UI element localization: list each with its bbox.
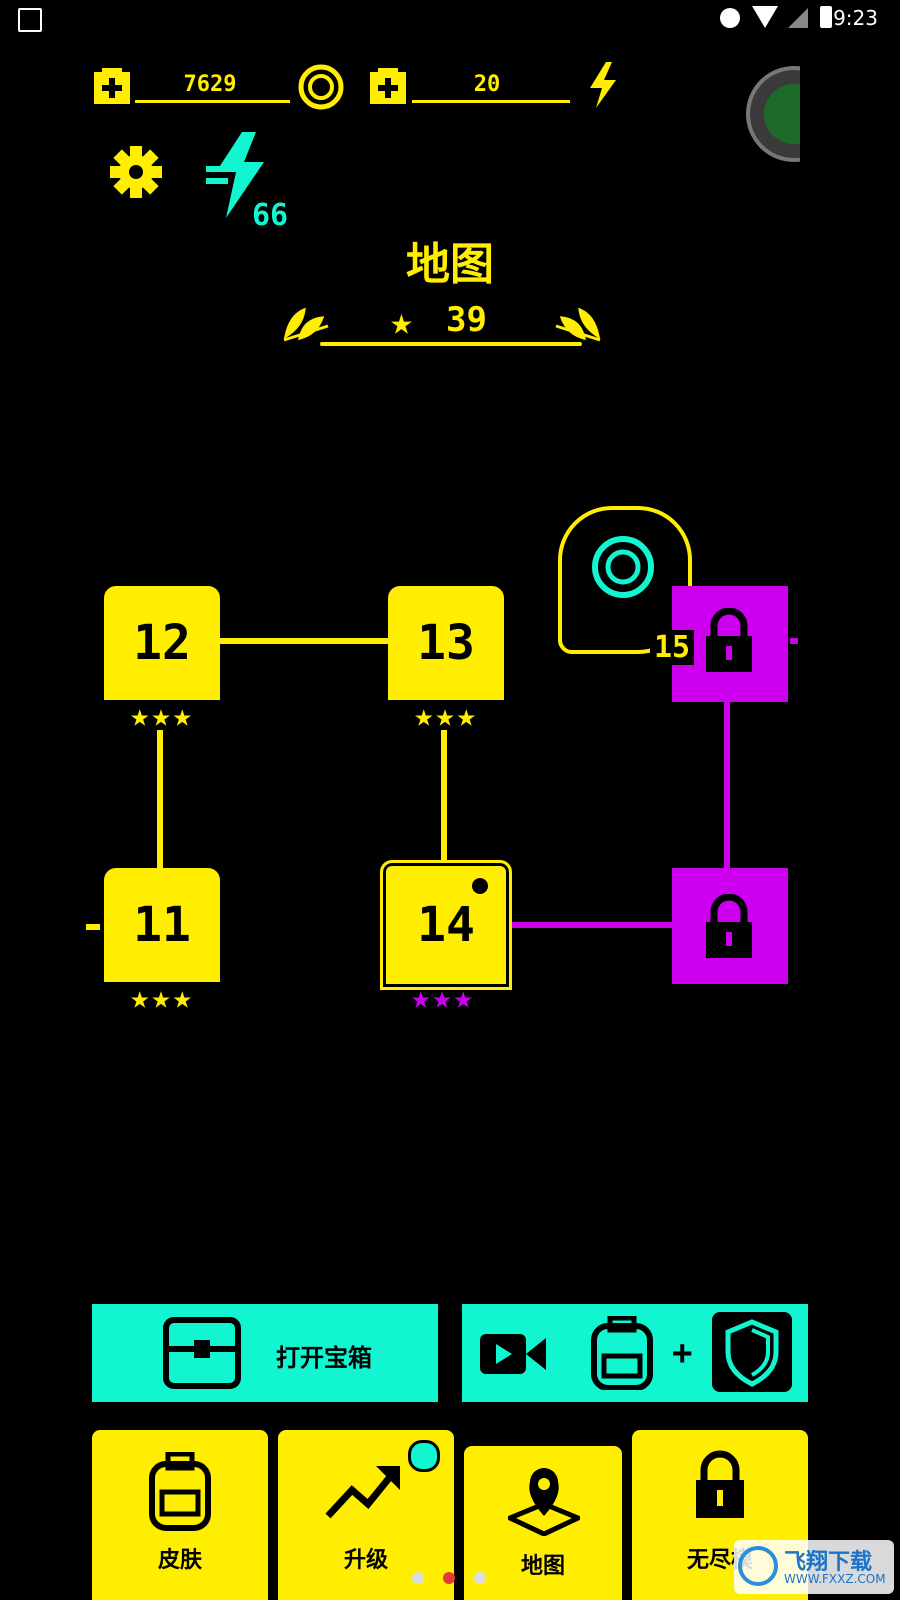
tab-skins[interactable]: 皮肤 bbox=[92, 1430, 268, 1600]
page-title: 地图 bbox=[406, 239, 494, 290]
watermark-url: WWW.FXXZ.COM bbox=[784, 1572, 886, 1586]
unlock-cost: 15 bbox=[650, 630, 695, 665]
tab-map[interactable]: 地图 bbox=[464, 1446, 622, 1600]
status-time: 9:23 bbox=[833, 6, 878, 30]
add-energy-button[interactable] bbox=[368, 66, 408, 106]
level-12-node[interactable]: 12 bbox=[104, 586, 220, 700]
page-dot-3[interactable] bbox=[474, 1572, 486, 1584]
path-15-locked bbox=[724, 702, 730, 868]
backpack-icon bbox=[590, 1315, 654, 1391]
key-lock-icon bbox=[702, 607, 756, 674]
boost-count: 66 bbox=[252, 198, 289, 233]
battery-icon bbox=[820, 6, 832, 28]
energy-counter-underline bbox=[412, 100, 570, 103]
level-14-indicator-dot bbox=[472, 878, 488, 894]
path-14-locked bbox=[512, 922, 672, 928]
upgrade-notification-dot bbox=[408, 1440, 440, 1472]
level-13-node[interactable]: 13 bbox=[388, 586, 504, 700]
image-notification-icon bbox=[18, 8, 42, 32]
add-coins-button[interactable] bbox=[92, 66, 132, 106]
tab-upgrade[interactable]: 升级 bbox=[278, 1430, 454, 1600]
watermark-logo-icon bbox=[738, 1546, 778, 1586]
level-13-stars: ★★★ bbox=[414, 696, 478, 734]
tab-upgrade-label: 升级 bbox=[343, 1548, 388, 1573]
status-bar: 9:23 bbox=[0, 0, 900, 38]
star-count-underline bbox=[320, 342, 582, 346]
plus-icon: + bbox=[672, 1333, 693, 1373]
star-icon: ★ bbox=[390, 299, 413, 343]
tab-map-label: 地图 bbox=[520, 1554, 565, 1579]
achievement-badge-icon[interactable] bbox=[746, 66, 800, 162]
tab-skins-label: 皮肤 bbox=[157, 1548, 202, 1573]
speed-boost-icon[interactable] bbox=[206, 132, 276, 222]
open-chest-label: 打开宝箱 bbox=[276, 1344, 372, 1372]
level-11-stars: ★★★ bbox=[130, 978, 194, 1016]
level-11-node[interactable]: 11 bbox=[104, 868, 220, 982]
coin-counter: 7629 bbox=[183, 72, 237, 97]
level-14-node[interactable]: 14 bbox=[380, 860, 512, 990]
settings-gear-icon[interactable] bbox=[108, 144, 164, 200]
dnd-icon bbox=[720, 8, 740, 28]
watch-ad-reward-button[interactable]: + bbox=[462, 1304, 808, 1402]
signal-icon bbox=[788, 8, 808, 28]
path-11-left bbox=[86, 924, 100, 930]
path-12-13 bbox=[220, 638, 390, 644]
open-chest-button[interactable]: 打开宝箱 bbox=[92, 1304, 438, 1402]
unlock-coin-bubble[interactable] bbox=[558, 506, 692, 654]
level-12-stars: ★★★ bbox=[130, 696, 194, 734]
lightning-icon bbox=[586, 62, 620, 108]
wifi-icon bbox=[752, 6, 778, 28]
map-star-count: 39 bbox=[446, 300, 487, 340]
shield-icon bbox=[712, 1312, 792, 1392]
page-dot-2[interactable] bbox=[443, 1572, 455, 1584]
laurel-left-icon bbox=[280, 296, 332, 342]
path-15-right bbox=[790, 638, 798, 644]
backpack-icon bbox=[146, 1451, 214, 1532]
padlock-icon bbox=[702, 893, 756, 960]
level-14-stars: ★★★ bbox=[411, 978, 475, 1016]
page-dot-1[interactable] bbox=[412, 1572, 424, 1584]
level-14-number: 14 bbox=[417, 897, 475, 953]
locked-tab-padlock-icon bbox=[692, 1450, 748, 1520]
video-camera-icon bbox=[480, 1334, 546, 1374]
unlock-coin-icon bbox=[592, 536, 654, 598]
map-pin-icon bbox=[503, 1464, 585, 1537]
energy-counter: 20 bbox=[473, 72, 501, 97]
watermark-text: 飞翔下载 bbox=[784, 1550, 873, 1575]
site-watermark: 飞翔下载 WWW.FXXZ.COM bbox=[734, 1540, 894, 1594]
coin-icon bbox=[298, 64, 344, 110]
treasure-chest-icon bbox=[162, 1316, 242, 1390]
upgrade-arrow-icon bbox=[324, 1460, 404, 1522]
coin-counter-underline bbox=[135, 100, 290, 103]
path-13-14 bbox=[441, 730, 447, 862]
path-12-11 bbox=[157, 730, 163, 870]
laurel-right-icon bbox=[552, 296, 604, 342]
